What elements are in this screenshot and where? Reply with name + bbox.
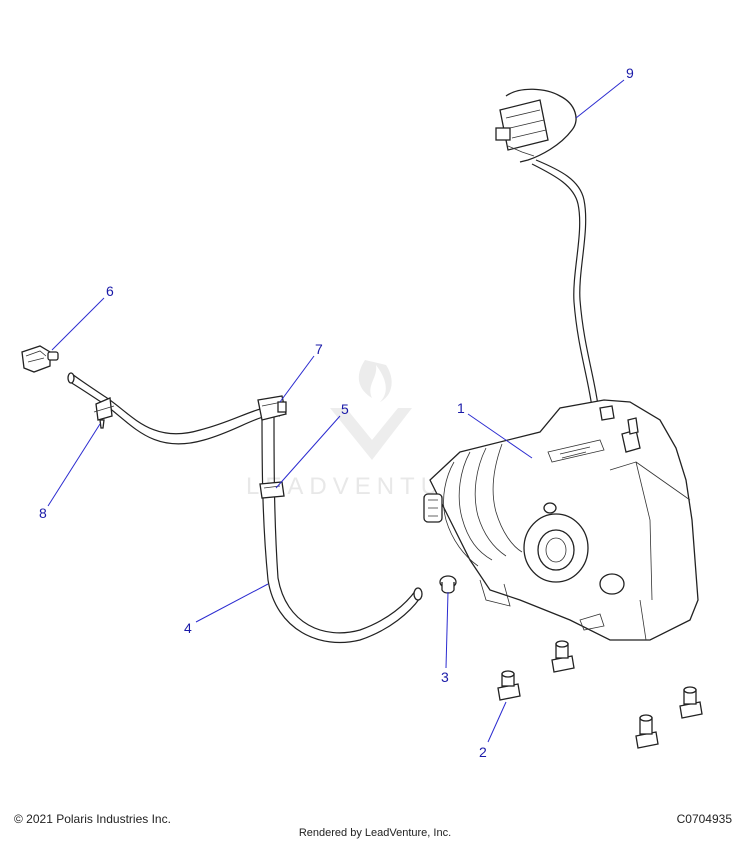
bolt-3 — [679, 686, 703, 719]
vent-fitting-part — [21, 345, 59, 373]
leader-3 — [445, 591, 449, 669]
mounting-bolt-parts — [497, 640, 703, 749]
leader-1 — [467, 413, 533, 459]
leader-8 — [47, 423, 101, 507]
copyright-text: © 2021 Polaris Industries Inc. — [14, 812, 171, 826]
leader-lines — [47, 79, 625, 743]
leader-4 — [195, 583, 269, 623]
callout-2: 2 — [479, 744, 487, 760]
bolt-4 — [635, 714, 659, 749]
callout-5: 5 — [341, 401, 349, 417]
callout-8: 8 — [39, 505, 47, 521]
callout-1: 1 — [457, 400, 465, 416]
callout-3: 3 — [441, 669, 449, 685]
push-rivet-part — [93, 397, 115, 429]
front-gearcase-part — [423, 399, 699, 641]
plug-cap-part — [439, 575, 457, 594]
leader-5 — [275, 415, 341, 489]
leader-9 — [575, 79, 625, 119]
vent-hose-part — [67, 372, 423, 644]
wiring-harness-part — [495, 88, 613, 461]
rendered-by-text: Rendered by LeadVenture, Inc. — [298, 827, 452, 839]
callout-6: 6 — [106, 283, 114, 299]
leader-6 — [51, 297, 105, 351]
callout-7: 7 — [315, 341, 323, 357]
bolt-2 — [551, 640, 575, 673]
leader-2 — [487, 701, 507, 743]
catalog-id-text: C0704935 — [676, 812, 732, 826]
leader-7 — [279, 355, 315, 403]
callout-4: 4 — [184, 620, 192, 636]
hose-clip-part — [259, 481, 285, 499]
bolt-1 — [497, 670, 521, 701]
callout-labels: 1 2 3 4 5 6 7 8 9 — [39, 65, 634, 760]
hose-clamp-part — [257, 395, 287, 421]
callout-9: 9 — [626, 65, 634, 81]
